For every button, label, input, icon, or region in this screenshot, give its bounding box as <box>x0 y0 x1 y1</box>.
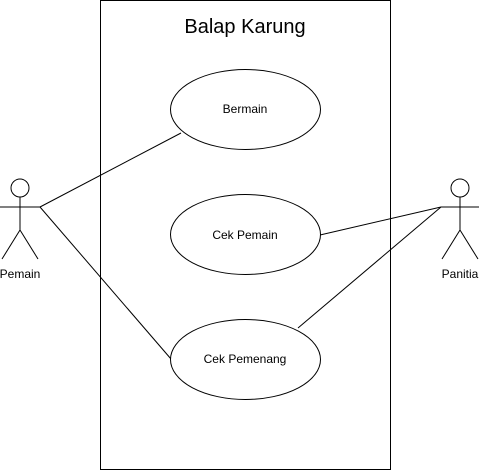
actor-label: Pemain <box>0 267 40 281</box>
use-case-cek-pemenang[interactable]: Cek Pemenang <box>170 319 321 400</box>
stick-figure-icon <box>0 178 40 260</box>
association-panitia-cek-pemain <box>319 206 442 236</box>
stick-figure-icon <box>441 178 479 260</box>
use-case-cek-pemain[interactable]: Cek Pemain <box>170 194 321 275</box>
use-case-label: Bermain <box>223 102 268 116</box>
association-pemain-cek-pemenang <box>39 206 172 360</box>
system-title: Balap Karung <box>184 16 305 38</box>
use-case-label: Cek Pemenang <box>204 352 287 366</box>
use-case-ellipse <box>170 319 321 400</box>
association-pemain-bermain <box>39 132 182 208</box>
use-case-ellipse <box>170 194 321 275</box>
use-case-bermain[interactable]: Bermain <box>170 69 321 150</box>
actor-panitia[interactable]: Panitia <box>441 178 479 281</box>
association-panitia-cek-pemenang <box>297 206 442 329</box>
use-case-label: Cek Pemain <box>212 228 277 242</box>
actor-pemain[interactable]: Pemain <box>0 178 40 281</box>
actor-label: Panitia <box>442 267 479 281</box>
use-case-ellipse <box>170 69 321 150</box>
